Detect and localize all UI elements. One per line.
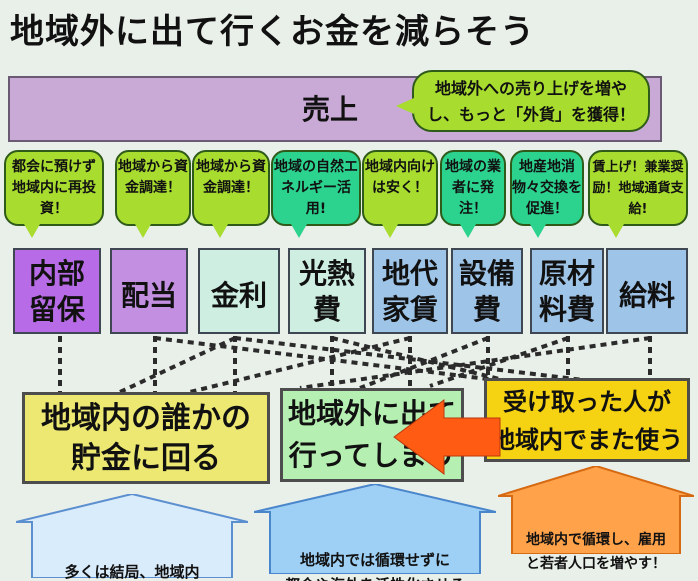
- bubble-retained-earnings: 都会に預けず地域内に再投資！: [4, 150, 104, 238]
- category-dividend: 配当: [110, 248, 188, 334]
- up-arrow-icon: [16, 494, 248, 578]
- bubble-rent: 地域内向けは安く！: [362, 150, 438, 238]
- bubble-equipment: 地域の業者に発注！: [440, 150, 506, 238]
- slide-title: 地域外に出て行くお金を減らそう: [10, 12, 535, 52]
- category-utilities: 光熱 費: [288, 248, 366, 334]
- category-materials: 原材 料費: [530, 248, 604, 334]
- note-middle: 地域内では循環せずに 都会や海外を活性化させる: [254, 484, 496, 581]
- note-left-text: 多くは結局、地域内 では使われないまま: [64, 563, 200, 581]
- outcome-savings: 地域内の誰かの 貯金に回る: [22, 392, 270, 484]
- up-arrow-icon: [254, 484, 496, 574]
- bubble-materials: 地産地消物々交換を促進！: [510, 150, 584, 238]
- category-rent: 地代 家賃: [372, 248, 448, 334]
- note-left: 多くは結局、地域内 では使われないまま: [16, 494, 248, 581]
- category-equipment: 設備 費: [451, 248, 523, 334]
- sales-speech-bubble: 地域外への売り上げを増や し、もっと「外貨」を獲得！: [396, 70, 650, 132]
- outcome-circulate: 受け取った人が 地域内でまた使う: [484, 378, 690, 462]
- category-interest: 金利: [198, 248, 280, 334]
- bubble-dividend: 地域から資金調達！: [115, 150, 191, 238]
- category-retained-earnings: 内部 留保: [13, 248, 101, 334]
- bubble-interest: 地域から資金調達！: [192, 150, 270, 238]
- bubble-wages: 賃上げ！兼業奨励！地域通貨支給!: [588, 150, 688, 238]
- sales-label: 売上: [302, 93, 359, 126]
- bubble-utilities: 地域の自然エネルギー活用!: [271, 150, 361, 238]
- note-right-text: 地域内で循環し、雇用 と若者人口を増やす！: [526, 532, 666, 572]
- note-right: 地域内で循環し、雇用 と若者人口を増やす！: [498, 466, 694, 572]
- up-arrow-icon: [498, 466, 694, 554]
- category-wages: 給料: [606, 248, 688, 334]
- note-middle-text: 地域内では循環せずに 都会や海外を活性化させる: [285, 551, 465, 581]
